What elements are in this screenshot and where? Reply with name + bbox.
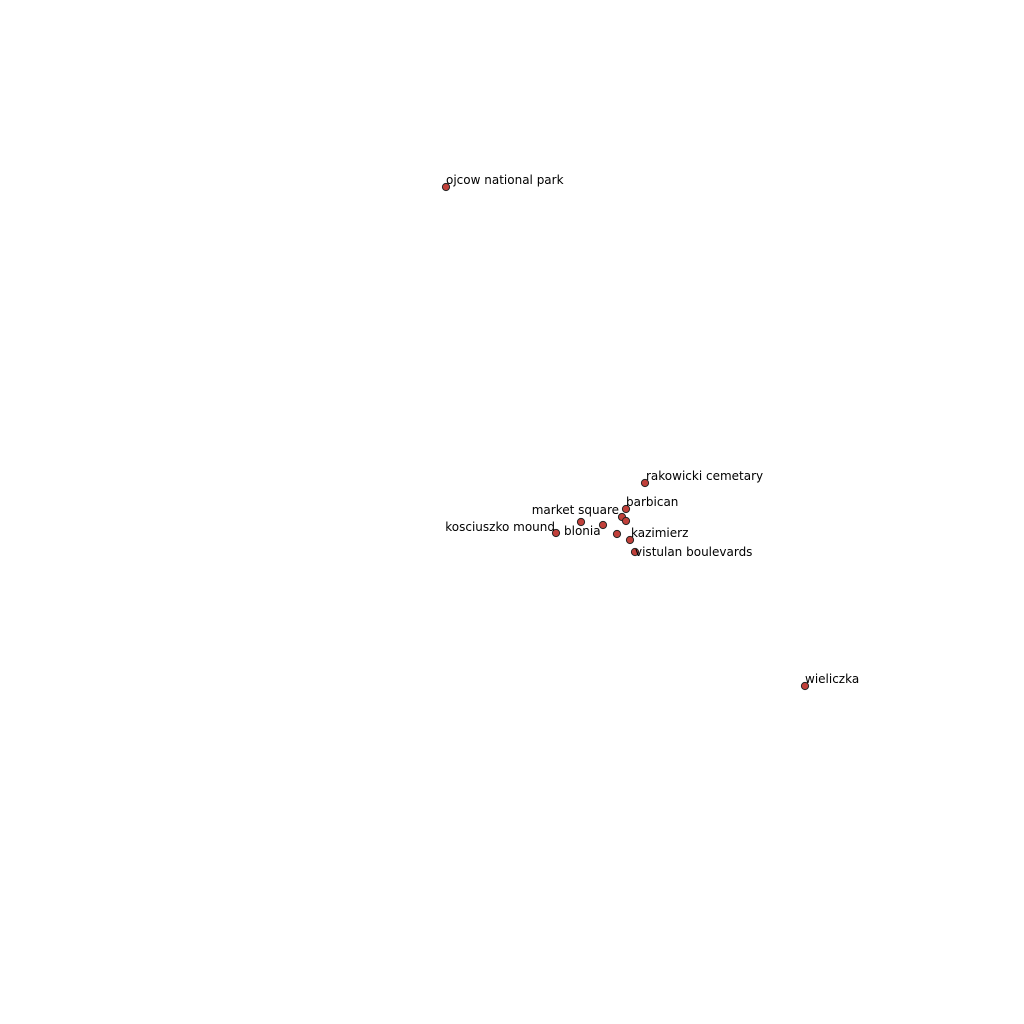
marker-kazimierz <box>625 535 635 545</box>
label-kazimierz: kazimierz <box>631 526 688 540</box>
label-ojcow-national-park: ojcow national park <box>446 173 564 187</box>
marker-unlabeled-point-3 <box>621 516 631 526</box>
label-wieliczka: wieliczka <box>805 672 859 686</box>
markers-layer <box>441 182 810 691</box>
label-blonia: blonia <box>564 524 601 538</box>
marker-kosciuszko-mound <box>551 528 561 538</box>
marker-rakowicki-cemetary <box>640 478 650 488</box>
marker-blonia <box>576 517 586 527</box>
label-rakowicki-cemetary: rakowicki cemetary <box>646 469 763 483</box>
marker-barbican <box>621 504 631 514</box>
marker-vistulan-boulevards <box>630 547 640 557</box>
marker-unlabeled-point-1 <box>598 520 608 530</box>
marker-wieliczka <box>800 681 810 691</box>
label-vistulan-boulevards: vistulan boulevards <box>635 545 752 559</box>
labels-layer: ojcow national park rakowicki cemetary bar… <box>445 173 859 686</box>
label-kosciuszko-mound: kosciuszko mound <box>445 520 555 534</box>
marker-ojcow-national-park <box>441 182 451 192</box>
marker-unlabeled-point-2 <box>612 529 622 539</box>
label-barbican: barbican <box>626 495 678 509</box>
label-market-square: market square <box>532 503 619 517</box>
